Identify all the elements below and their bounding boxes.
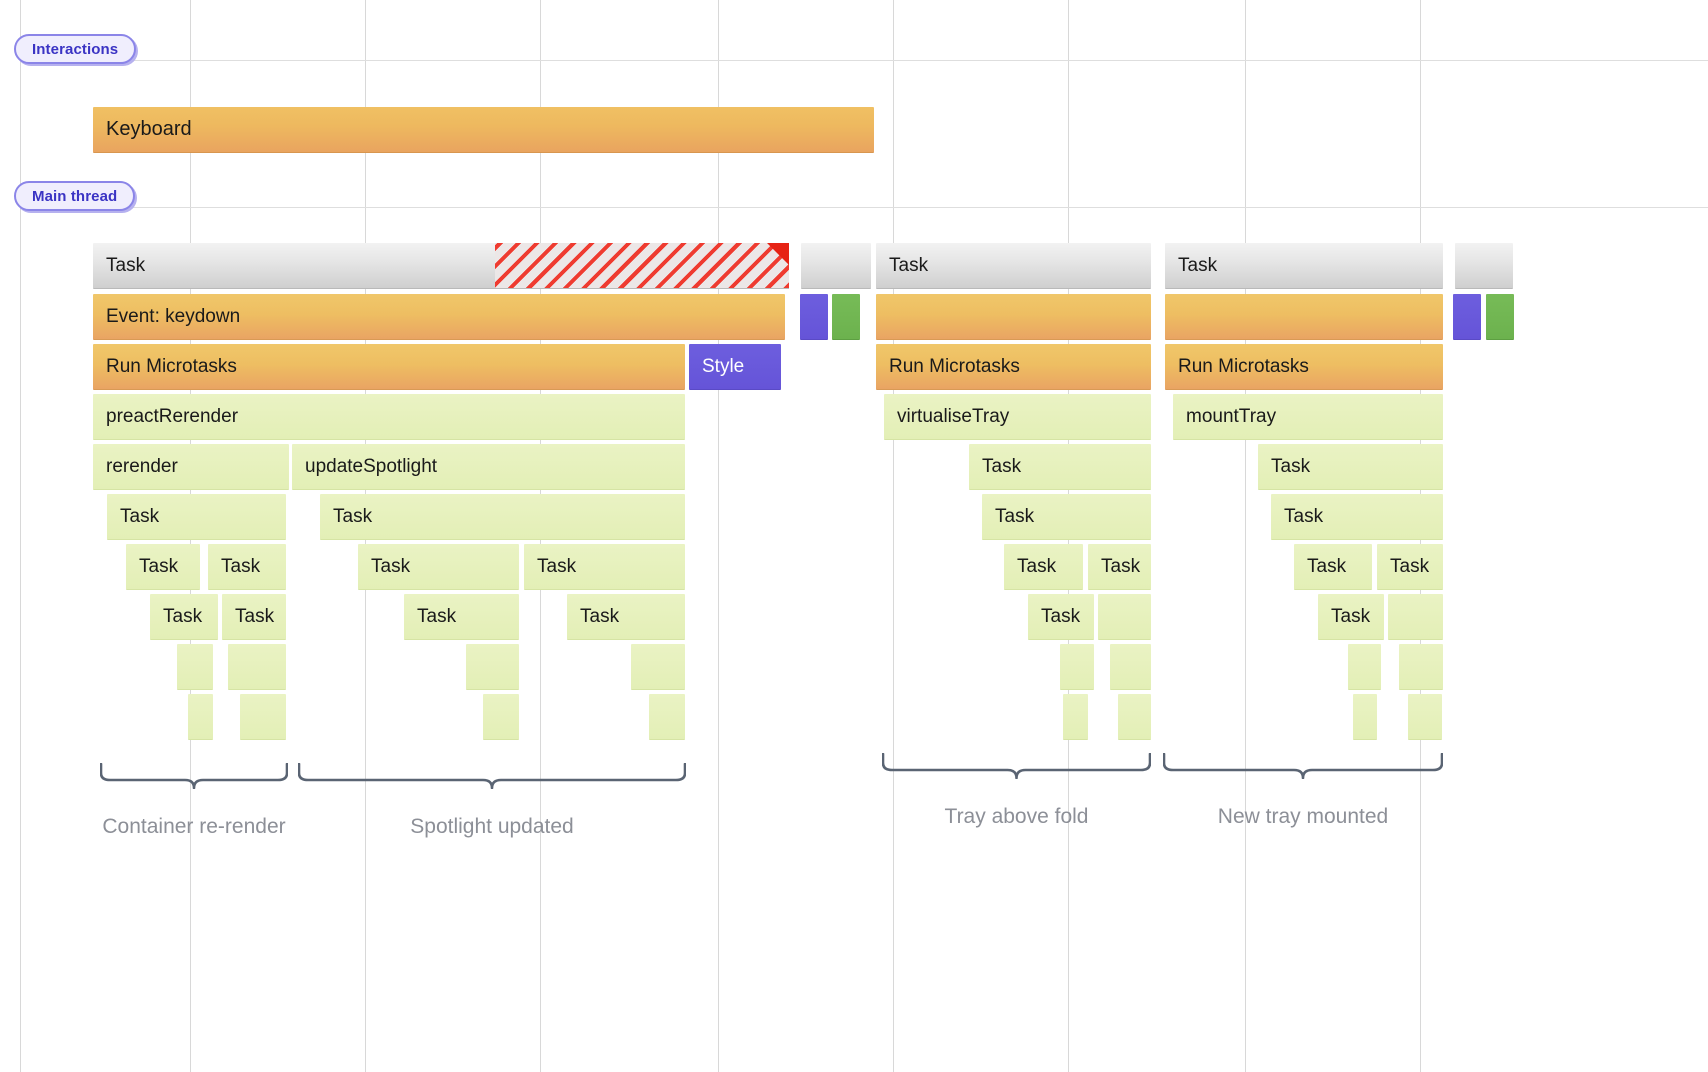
flame-entry-green[interactable] — [1388, 594, 1443, 640]
flame-entry-task[interactable]: Task — [222, 594, 286, 640]
flame-entry-green[interactable] — [1110, 644, 1151, 690]
flame-entry-task[interactable]: Task — [320, 494, 685, 540]
flame-entry-green[interactable] — [1098, 594, 1151, 640]
flame-entry-task[interactable]: Task — [524, 544, 685, 590]
interaction-entry-keyboard[interactable]: Keyboard — [93, 107, 874, 153]
flame-entry-green[interactable] — [631, 644, 685, 690]
flame-entry-green[interactable] — [483, 694, 519, 740]
flame-entry-task[interactable]: Task — [982, 494, 1151, 540]
flame-entry-updatespotlight[interactable]: updateSpotlight — [292, 444, 685, 490]
flame-entry-style[interactable] — [800, 294, 828, 340]
flame-entry-green[interactable] — [188, 694, 213, 740]
gridline-7 — [1245, 0, 1246, 1072]
flame-entry-task[interactable]: Task — [404, 594, 519, 640]
flame-entry-task[interactable]: Task — [1294, 544, 1372, 590]
flame-entry-run-microtasks[interactable]: Run Microtasks — [1165, 344, 1443, 390]
flame-entry-green[interactable] — [649, 694, 685, 740]
long-task-warning-overlay[interactable] — [495, 243, 789, 289]
flame-entry-run-microtasks[interactable]: Run Microtasks — [876, 344, 1151, 390]
flame-entry-orange[interactable] — [876, 294, 1151, 340]
track-pill-interactions[interactable]: Interactions — [14, 34, 137, 64]
flame-entry-task[interactable] — [801, 243, 871, 289]
track-separator-1 — [20, 207, 1708, 208]
gridline-5 — [893, 0, 894, 1072]
track-pill-main-thread[interactable]: Main thread — [14, 181, 136, 211]
gridline-4 — [718, 0, 719, 1072]
flame-entry-event-keydown[interactable]: Event: keydown — [93, 294, 785, 340]
flame-entry-green[interactable] — [1353, 694, 1377, 740]
flame-entry-task[interactable]: Task — [1028, 594, 1094, 640]
annotation-label-spotlight-updated: Spotlight updated — [410, 815, 574, 838]
flame-entry-task[interactable]: Task — [876, 243, 1151, 289]
flame-entry-green[interactable] — [1408, 694, 1442, 740]
gridline-0 — [20, 0, 21, 1072]
long-task-warning-triangle-icon — [767, 243, 789, 265]
flame-entry-orange[interactable] — [1165, 294, 1443, 340]
flame-entry-green[interactable] — [240, 694, 286, 740]
brace-new-tray-mounted — [1163, 753, 1443, 779]
flame-entry-mounttray[interactable]: mountTray — [1173, 394, 1443, 440]
flame-entry-green[interactable] — [1118, 694, 1151, 740]
flame-entry-run-microtasks[interactable]: Run Microtasks — [93, 344, 685, 390]
flame-entry-paint[interactable] — [1486, 294, 1514, 340]
flame-entry-task[interactable]: Task — [1271, 494, 1443, 540]
flame-entry-task[interactable]: Task — [1088, 544, 1151, 590]
annotation-label-new-tray-mounted: New tray mounted — [1217, 805, 1389, 828]
flame-entry-green[interactable] — [177, 644, 213, 690]
flame-entry-green[interactable] — [466, 644, 519, 690]
track-separator-0 — [20, 60, 1708, 61]
flame-entry-task[interactable]: Task — [969, 444, 1151, 490]
flame-entry-task[interactable]: Task — [1165, 243, 1443, 289]
flame-entry-preactrerender[interactable]: preactRerender — [93, 394, 685, 440]
flame-entry-paint[interactable] — [832, 294, 860, 340]
flame-entry-task[interactable]: Task — [1258, 444, 1443, 490]
annotation-label-tray-above-fold: Tray above fold — [944, 805, 1089, 828]
flame-entry-task[interactable]: Task — [208, 544, 286, 590]
flame-entry-green[interactable] — [1063, 694, 1088, 740]
flame-entry-task[interactable]: Task — [126, 544, 200, 590]
brace-spotlight-updated — [298, 763, 686, 789]
brace-container-re-render — [100, 763, 288, 789]
flame-entry-task[interactable]: Task — [1004, 544, 1083, 590]
flame-entry-task[interactable]: Task — [358, 544, 519, 590]
flame-entry-green[interactable] — [1060, 644, 1094, 690]
brace-tray-above-fold — [882, 753, 1151, 779]
flame-entry-task[interactable]: Task — [107, 494, 286, 540]
flame-entry-style[interactable]: Style — [689, 344, 781, 390]
flame-entry-green[interactable] — [1348, 644, 1381, 690]
flame-entry-task[interactable]: Task — [567, 594, 685, 640]
flame-entry-style[interactable] — [1453, 294, 1481, 340]
flame-entry-rerender[interactable]: rerender — [93, 444, 289, 490]
flame-entry-green[interactable] — [228, 644, 286, 690]
flame-entry-task[interactable]: Task — [150, 594, 218, 640]
flame-entry-task[interactable]: Task — [1377, 544, 1443, 590]
flame-entry-virtualisetray[interactable]: virtualiseTray — [884, 394, 1151, 440]
flame-entry-task[interactable]: Task — [1318, 594, 1384, 640]
annotation-label-container-re-render: Container re-render — [102, 815, 286, 838]
flame-entry-green[interactable] — [1399, 644, 1443, 690]
flame-entry-task[interactable] — [1455, 243, 1513, 289]
